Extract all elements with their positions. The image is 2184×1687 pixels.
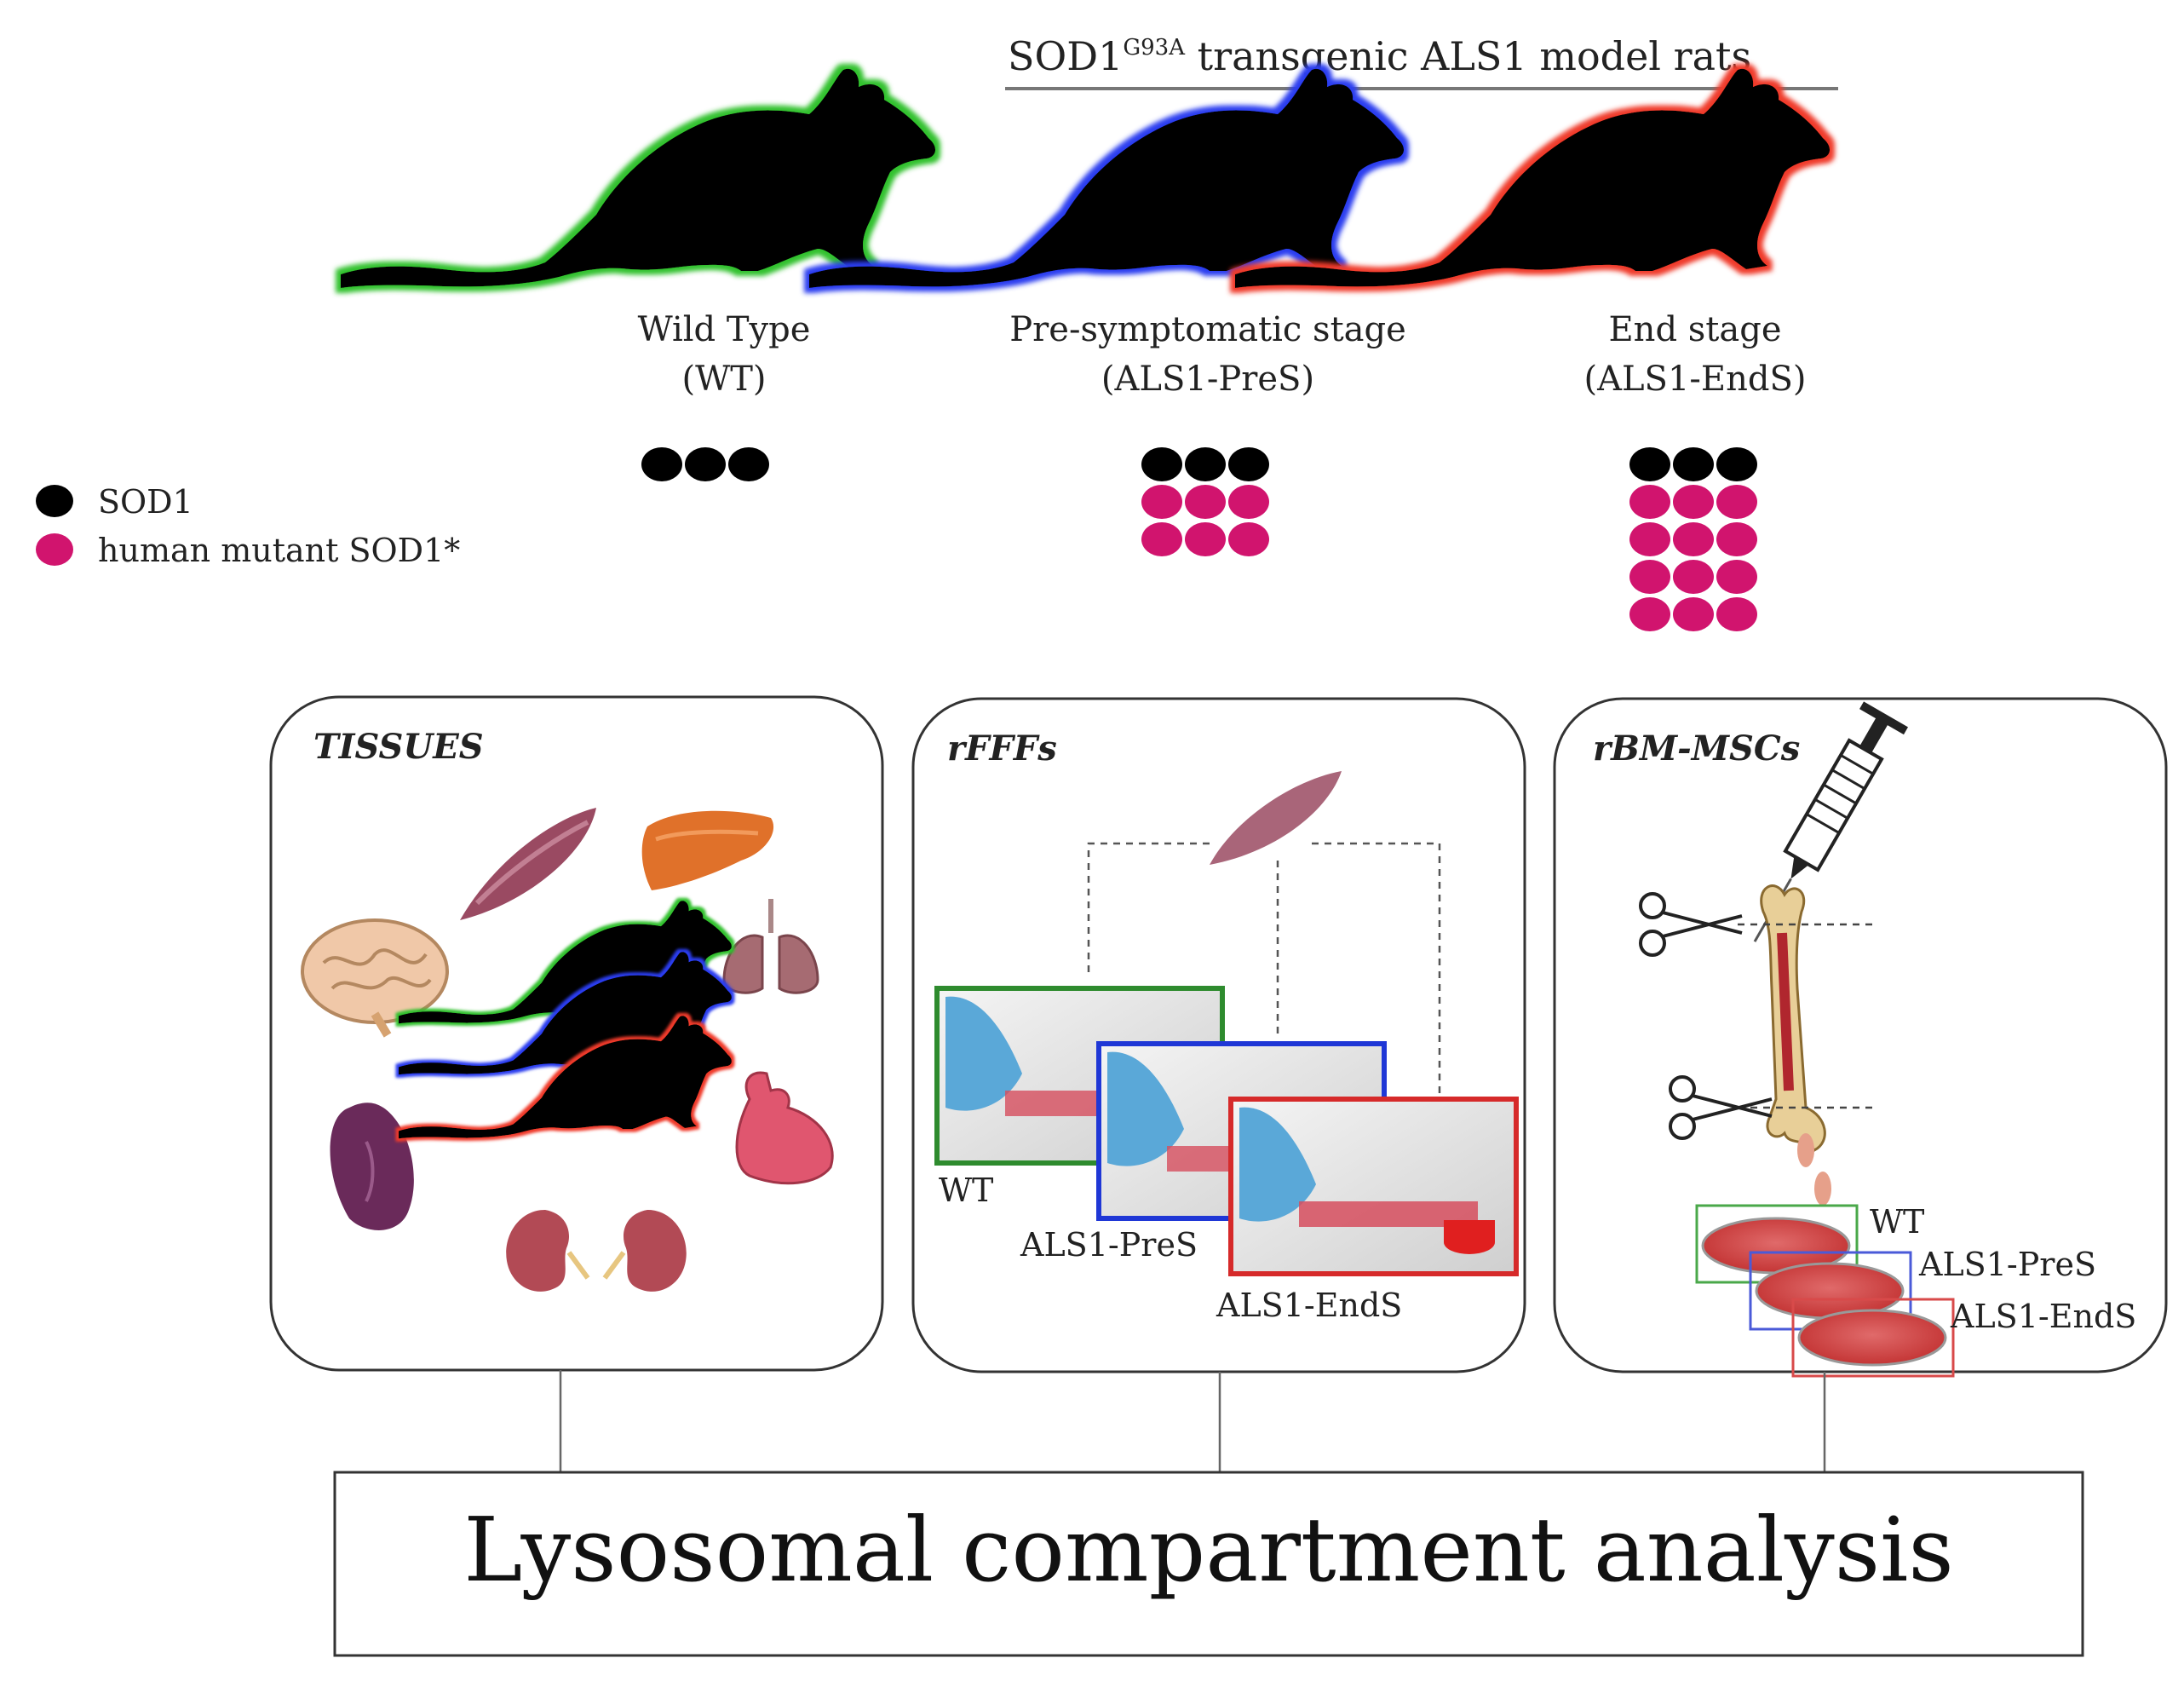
sod1-dot <box>1185 447 1226 481</box>
rbmmscs-label-ends: ALS1-EndS <box>1950 1298 2136 1335</box>
mutant-sod1-dot <box>1673 485 1714 519</box>
bone-icon <box>1760 884 1826 1152</box>
mutant-sod1-dot <box>1716 485 1757 519</box>
legend-sod1-label: SOD1 <box>98 483 193 521</box>
group-pres-label-line1: Pre-symptomatic stage <box>1009 310 1406 349</box>
rfffs-flask-ends <box>1228 1097 1519 1276</box>
mutant-sod1-dot <box>1629 597 1670 631</box>
rbmmscs-label-wt: WT <box>1870 1203 1924 1241</box>
footer-box <box>333 1471 2084 1657</box>
header-title-prefix: SOD1 <box>1008 33 1123 79</box>
rfffs-muscle-icon <box>1210 771 1342 865</box>
muscle-icon <box>460 808 596 920</box>
svg-text:SOD1G93A transgenic ALS1 model: SOD1G93A transgenic ALS1 model rats <box>1008 33 1751 79</box>
mutant-sod1-dot <box>1673 560 1714 594</box>
heart-icon <box>735 1071 834 1185</box>
sod1-dot <box>1228 447 1269 481</box>
mutant-sod1-dot <box>1629 485 1670 519</box>
header-title: SOD1G93A transgenic ALS1 model rats <box>1008 33 1751 79</box>
panel-tissues-title: TISSUES <box>313 727 484 767</box>
sod1-dot <box>1629 447 1670 481</box>
brain-icon <box>301 918 449 1038</box>
rfffs-label-ends: ALS1-EndS <box>1216 1287 1402 1324</box>
mutant-sod1-dot <box>1228 485 1269 519</box>
sod1-dot <box>728 447 769 481</box>
rat-wt-icon <box>341 68 936 289</box>
sod1-dot <box>641 447 682 481</box>
marrow-drops-icon <box>1797 1133 1831 1206</box>
header-title-suffix: transgenic ALS1 model rats <box>1185 33 1751 79</box>
rfffs-label-wt: WT <box>939 1172 993 1209</box>
panel-rbmmscs <box>1553 697 2168 1373</box>
mutant-sod1-dot <box>1716 597 1757 631</box>
footer-label: Lysosomal compartment analysis <box>463 1498 1953 1602</box>
panel-rfffs-title: rFFFs <box>947 728 1057 769</box>
scissors-top-icon <box>1639 892 1743 957</box>
mutant-sod1-dot <box>1141 485 1182 519</box>
group-wt-label-line1: Wild Type <box>638 310 811 349</box>
mutant-sod1-dot <box>1673 522 1714 556</box>
header-title-superscript: G93A <box>1123 35 1186 60</box>
group-ends-label-line1: End stage <box>1608 310 1781 349</box>
group-pres-label-line2: (ALS1-PreS) <box>1101 360 1314 399</box>
legend-sod1-swatch <box>36 485 73 517</box>
sod1-dot <box>685 447 726 481</box>
sod1-dot <box>1673 447 1714 481</box>
rfffs-dashed-connectors <box>1087 842 1441 1095</box>
rbmmscs-label-pres: ALS1-PreS <box>1918 1246 2096 1283</box>
rfffs-label-pres: ALS1-PreS <box>1020 1226 1198 1264</box>
dish-ends <box>1791 1298 1955 1378</box>
scissors-bottom-icon <box>1669 1075 1773 1140</box>
mutant-sod1-dot <box>1629 522 1670 556</box>
mutant-sod1-dot <box>1629 560 1670 594</box>
legend-mutant-swatch <box>36 533 73 566</box>
spleen-icon <box>330 1103 414 1230</box>
dot-grid-pres <box>1141 447 1269 556</box>
mutant-sod1-dot <box>1228 522 1269 556</box>
group-wt-label-line2: (WT) <box>681 360 766 399</box>
panel-rbmmscs-title: rBM-MSCs <box>1593 728 1800 769</box>
mutant-sod1-dot <box>1185 522 1226 556</box>
legend: SOD1 human mutant SOD1* <box>36 483 460 569</box>
mutant-sod1-dot <box>1716 522 1757 556</box>
rat-pres-icon <box>809 68 1405 289</box>
footer-connectors <box>559 1370 1826 1472</box>
lungs-icon <box>722 899 819 994</box>
legend-mutant-label: human mutant SOD1* <box>98 532 460 569</box>
dot-grid-wt <box>641 447 769 481</box>
sod1-dot <box>1141 447 1182 481</box>
mutant-sod1-dot <box>1185 485 1226 519</box>
mutant-sod1-dot <box>1673 597 1714 631</box>
mutant-sod1-dot <box>1716 560 1757 594</box>
kidneys-icon <box>506 1210 687 1292</box>
dot-grid-ends <box>1629 447 1757 631</box>
sod1-dot <box>1716 447 1757 481</box>
liver-icon <box>641 810 774 890</box>
group-ends-label-line2: (ALS1-EndS) <box>1584 360 1807 399</box>
mutant-sod1-dot <box>1141 522 1182 556</box>
